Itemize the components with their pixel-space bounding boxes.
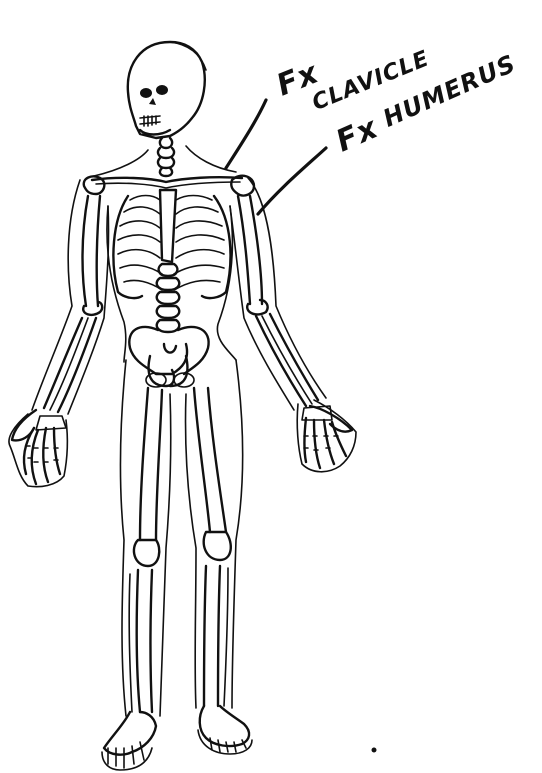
right-leg-inner-outline xyxy=(185,394,196,708)
left-arm-outline xyxy=(32,180,80,410)
neck-outline-left xyxy=(94,150,148,176)
shoulder-girdle xyxy=(84,176,254,196)
cervical-spine xyxy=(158,138,174,176)
right-arm xyxy=(238,196,318,406)
left-leg-inner-outline xyxy=(160,394,171,716)
rib-cage xyxy=(113,190,230,298)
skull xyxy=(128,42,206,138)
right-hand xyxy=(302,406,352,468)
lumbar-spine xyxy=(157,264,180,332)
right-foot xyxy=(198,706,252,754)
left-leg-outer-outline xyxy=(120,360,126,716)
pelvis xyxy=(129,327,208,387)
humerus-pointer-line xyxy=(258,148,326,214)
humerus-fx-prefix: Fx xyxy=(331,110,384,159)
left-foot xyxy=(102,712,156,770)
right-arm-inner-outline xyxy=(230,206,294,410)
left-arm xyxy=(44,196,102,412)
right-leg xyxy=(194,388,231,706)
neck-outline-right xyxy=(186,146,236,172)
right-leg-outer-outline xyxy=(232,360,243,708)
stray-dot xyxy=(372,748,377,753)
clavicle-pointer-line xyxy=(226,100,266,168)
left-leg xyxy=(129,388,162,712)
